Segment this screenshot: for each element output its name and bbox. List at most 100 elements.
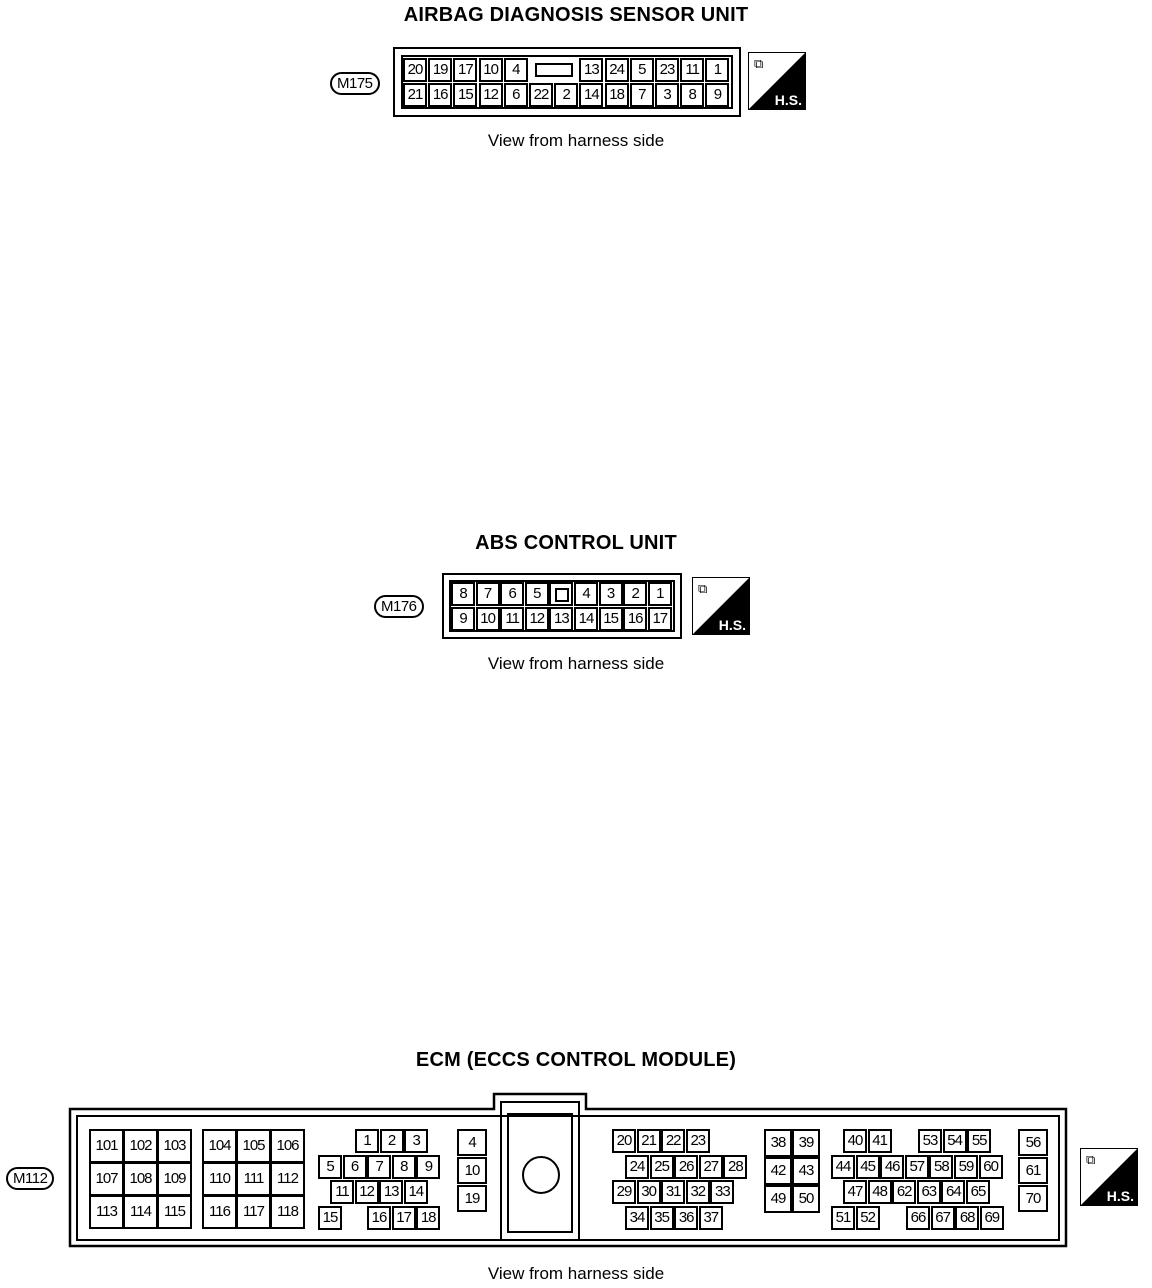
- pin-107: 107: [89, 1162, 124, 1196]
- pin-69: 69: [979, 1206, 1004, 1230]
- pin-65: 65: [966, 1180, 990, 1204]
- airbag-title: AIRBAG DIAGNOSIS SENSOR UNIT: [403, 4, 749, 26]
- pin-102: 102: [123, 1129, 158, 1163]
- pin-101: 101: [89, 1129, 124, 1163]
- pin-46: 46: [880, 1155, 905, 1179]
- pin-25: 25: [649, 1155, 674, 1179]
- pin-66: 66: [906, 1206, 930, 1230]
- pin-37: 37: [698, 1206, 723, 1230]
- pin-19: 19: [457, 1185, 487, 1212]
- pin-105: 105: [236, 1129, 271, 1163]
- pin-13: 13: [549, 607, 574, 631]
- pin-9: 9: [451, 607, 475, 631]
- pin-53: 53: [918, 1129, 942, 1153]
- pin-17: 17: [453, 58, 478, 82]
- pin-4: 4: [574, 582, 598, 606]
- pin-7: 7: [367, 1155, 392, 1179]
- pin-38: 38: [764, 1129, 792, 1157]
- pin-68: 68: [955, 1206, 980, 1230]
- pin-23: 23: [655, 58, 679, 82]
- pin-6: 6: [342, 1155, 367, 1179]
- pin-49: 49: [764, 1185, 792, 1213]
- pin-9: 9: [416, 1155, 441, 1179]
- pin-16: 16: [428, 83, 453, 107]
- pin-8: 8: [391, 1155, 416, 1179]
- pin-7: 7: [475, 582, 500, 606]
- pin-16: 16: [367, 1206, 391, 1230]
- pin-64: 64: [941, 1180, 966, 1204]
- pin-16: 16: [623, 607, 648, 631]
- pin-2: 2: [554, 83, 579, 107]
- pin-12: 12: [478, 83, 503, 107]
- pin-47: 47: [843, 1180, 867, 1204]
- pin-18: 18: [604, 83, 629, 107]
- pin-15: 15: [453, 83, 478, 107]
- pin-10: 10: [457, 1157, 487, 1184]
- pin-8: 8: [680, 83, 705, 107]
- pin-55: 55: [967, 1129, 992, 1153]
- pin-61: 61: [1018, 1157, 1048, 1184]
- pin-36: 36: [674, 1206, 699, 1230]
- pin-118: 118: [270, 1195, 305, 1229]
- pin-22: 22: [661, 1129, 686, 1153]
- pin-40: 40: [843, 1129, 867, 1153]
- pin-11: 11: [680, 58, 705, 82]
- pin-2: 2: [623, 582, 648, 606]
- hs-icon-abs: ⧉H.S.: [692, 577, 750, 635]
- pin-56: 56: [1018, 1129, 1048, 1156]
- pin-12: 12: [524, 607, 549, 631]
- pin-5: 5: [524, 582, 549, 606]
- pin-21: 21: [403, 83, 427, 107]
- pin-35: 35: [649, 1206, 674, 1230]
- pin-12: 12: [354, 1180, 379, 1204]
- pin-24: 24: [625, 1155, 649, 1179]
- pin-19: 19: [428, 58, 453, 82]
- pin-106: 106: [270, 1129, 305, 1163]
- pin-24: 24: [604, 58, 629, 82]
- pin-6: 6: [503, 83, 528, 107]
- pin-15: 15: [318, 1206, 342, 1230]
- pin-110: 110: [202, 1162, 237, 1196]
- pin-111: 111: [236, 1162, 271, 1196]
- pin-112: 112: [270, 1162, 305, 1196]
- pin-3: 3: [655, 83, 679, 107]
- pin-11: 11: [500, 607, 525, 631]
- pin-44: 44: [831, 1155, 855, 1179]
- pin-63: 63: [916, 1180, 941, 1204]
- pin-62: 62: [892, 1180, 917, 1204]
- pin-10: 10: [478, 58, 503, 82]
- pin-50: 50: [792, 1185, 820, 1213]
- pin-4: 4: [503, 58, 528, 82]
- pin-3: 3: [404, 1129, 429, 1153]
- airbag-connector-inner: [401, 55, 733, 109]
- pin-42: 42: [764, 1157, 792, 1185]
- pin-5: 5: [318, 1155, 342, 1179]
- pin-1: 1: [647, 582, 672, 606]
- pin-15: 15: [598, 607, 623, 631]
- pin-116: 116: [202, 1195, 237, 1229]
- ecm-caption: View from harness side: [487, 1264, 665, 1283]
- pin-14: 14: [574, 607, 598, 631]
- pin-17: 17: [391, 1206, 416, 1230]
- pin-108: 108: [123, 1162, 158, 1196]
- hs-icon-ecm: ⧉H.S.: [1080, 1148, 1138, 1206]
- pin-33: 33: [710, 1180, 735, 1204]
- pin-10: 10: [475, 607, 500, 631]
- pin-14: 14: [403, 1180, 428, 1204]
- pin-18: 18: [416, 1206, 441, 1230]
- pin-8: 8: [451, 582, 475, 606]
- pin-39: 39: [792, 1129, 820, 1157]
- pin-13: 13: [579, 58, 604, 82]
- connector-badge-m112: M112: [6, 1167, 55, 1190]
- pin-11: 11: [330, 1180, 354, 1204]
- pin-9: 9: [705, 83, 730, 107]
- pin-58: 58: [929, 1155, 954, 1179]
- pin-26: 26: [674, 1155, 699, 1179]
- pin-5: 5: [629, 58, 654, 82]
- connector-badge-m175: M175: [330, 72, 380, 95]
- pin-23: 23: [685, 1129, 710, 1153]
- airbag-caption: View from harness side: [487, 131, 665, 150]
- pin-59: 59: [954, 1155, 978, 1179]
- pin-60: 60: [978, 1155, 1003, 1179]
- pin-48: 48: [867, 1180, 892, 1204]
